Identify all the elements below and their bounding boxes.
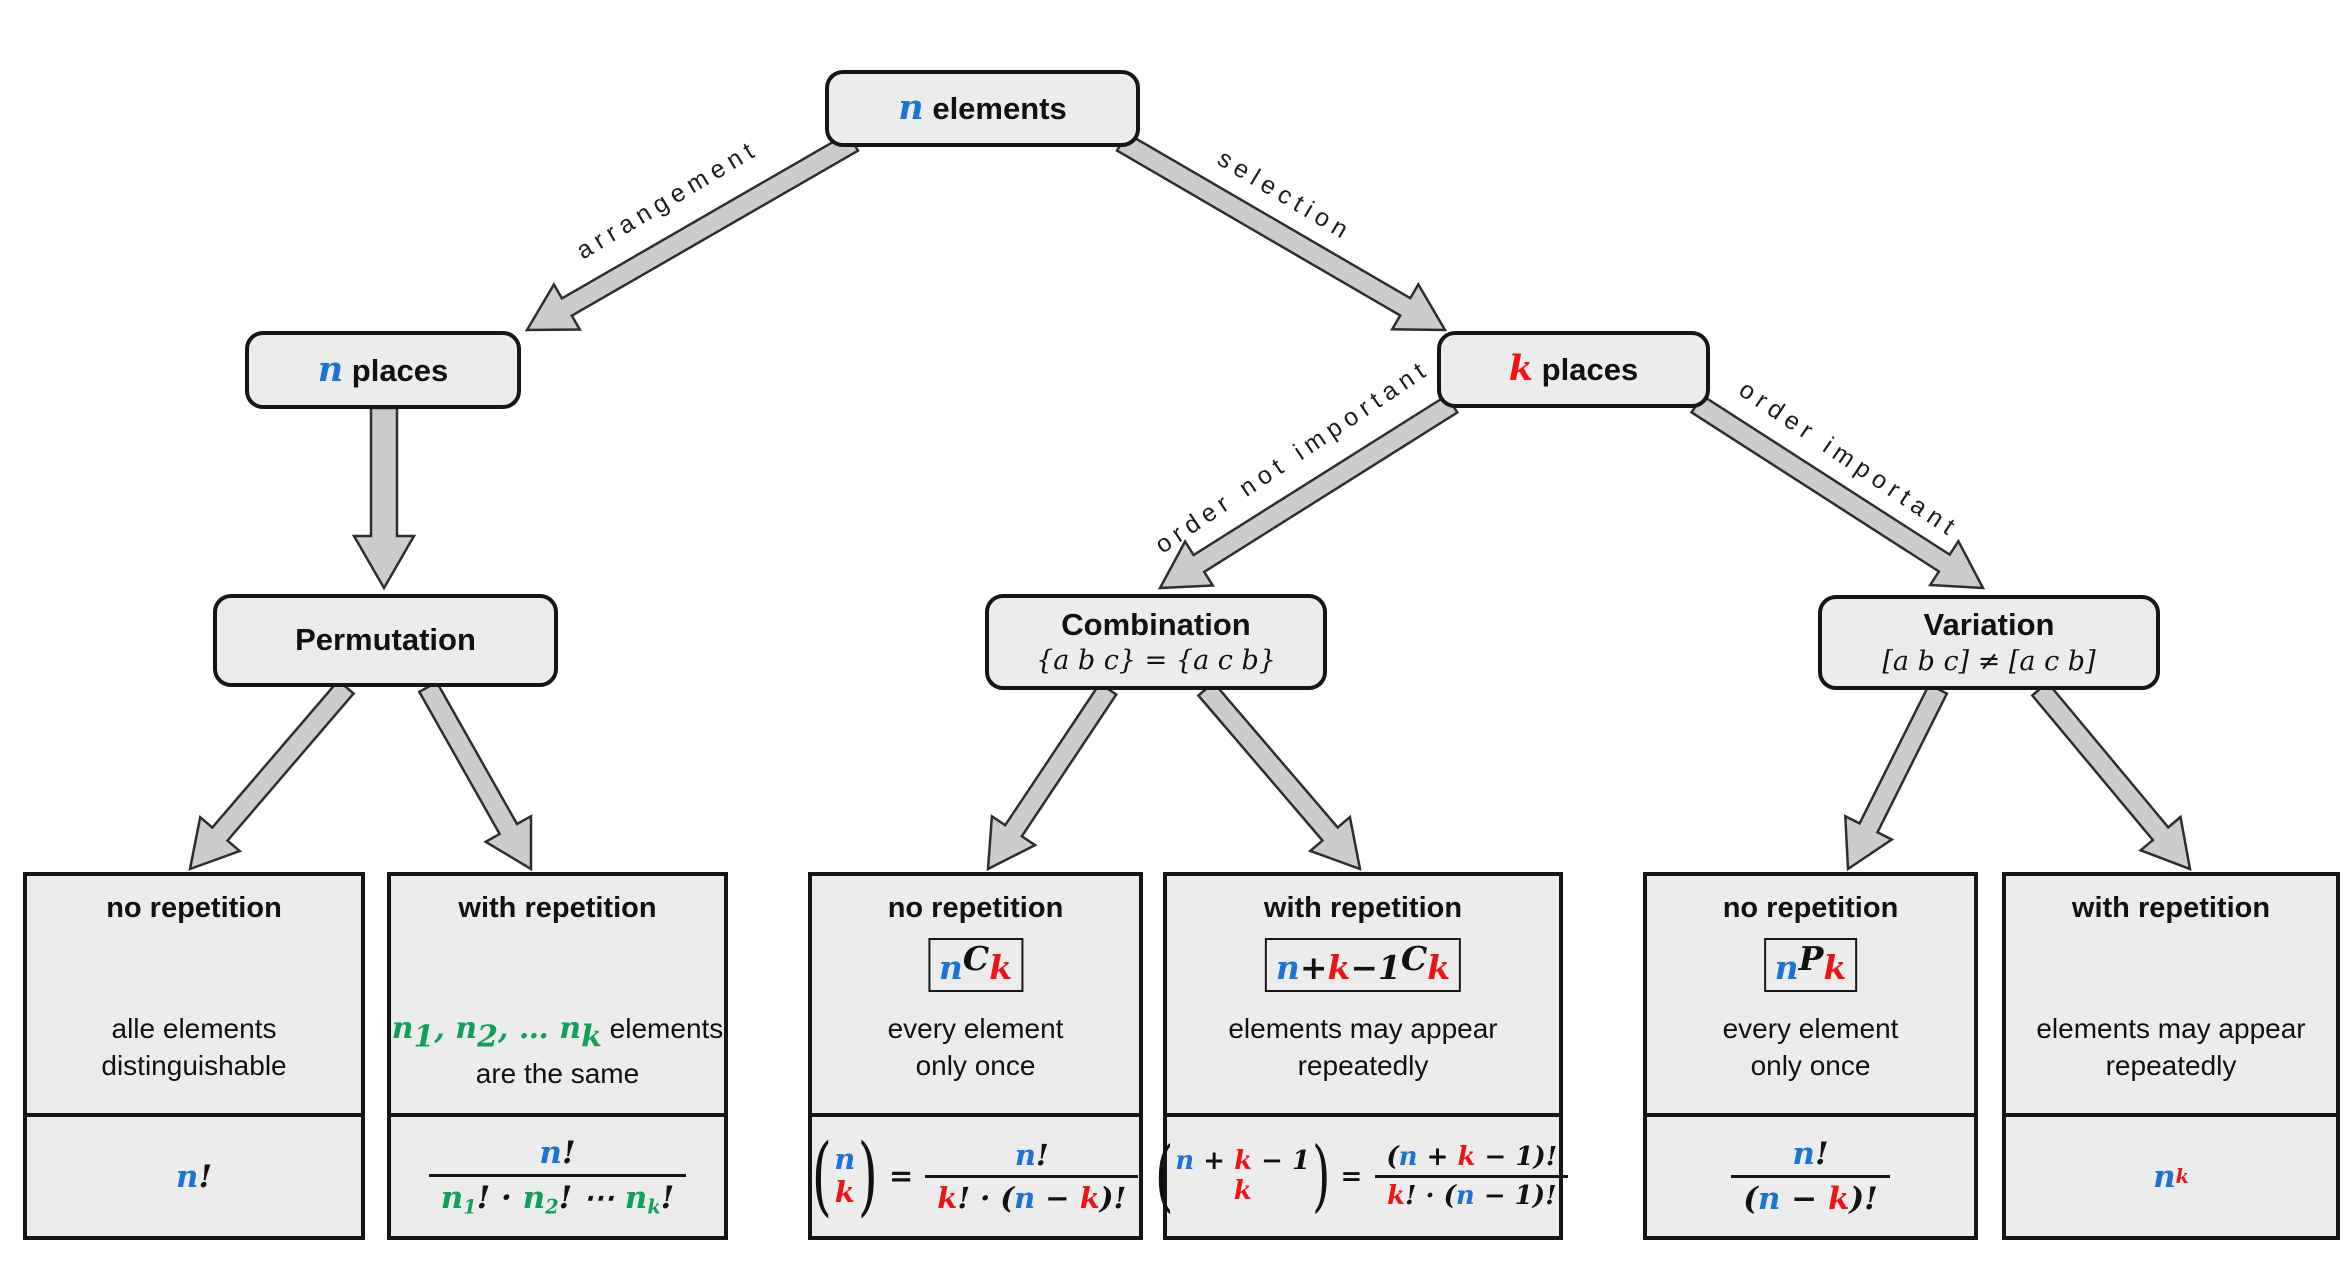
fraction: n! k! · (n − k)! xyxy=(925,1138,1139,1215)
leaf-title: with repetition xyxy=(1263,892,1463,924)
node-variation: Variation [a b c] ≠ [a c b] xyxy=(1818,595,2160,690)
edge-combination-no-rep xyxy=(986,681,1119,872)
open-paren: ( xyxy=(811,1125,832,1226)
formula-binomial: ( n k ) = n! k! · (n − k)! xyxy=(811,1125,1139,1226)
leaf-formula-section: ( n + k − 1 k ) = (n + k − 1)! k! · (n −… xyxy=(1155,1113,1569,1236)
node-combination: Combination {a b c} = {a c b} xyxy=(985,594,1327,690)
leaf-title: no repetition xyxy=(887,892,1064,924)
node-k-places: k places xyxy=(1437,331,1710,408)
fraction: n! n1! · n2! ⋯ nk! xyxy=(428,1135,687,1218)
leaf-title: with repetition xyxy=(458,892,657,924)
notation-badge-n+k-1Ck: n+k−1Ck xyxy=(1264,938,1462,993)
leaf-title: no repetition xyxy=(1722,892,1899,924)
formula-multiset-permutation: n! n1! · n2! ⋯ nk! xyxy=(428,1135,687,1218)
edge-order-important xyxy=(1689,393,1986,590)
open-paren: ( xyxy=(1154,1131,1174,1222)
node-combination-subtitle: {a b c} = {a c b} xyxy=(1036,645,1276,677)
close-paren: ) xyxy=(1312,1131,1331,1222)
edge-selection xyxy=(1115,131,1448,332)
formula-variation: n! (n − k)! xyxy=(1731,1136,1890,1217)
formula-n-factorial: n! xyxy=(175,1158,213,1195)
equals-sign: = xyxy=(1340,1161,1363,1192)
leaf-info: with repetition n+k−1Ck elements may app… xyxy=(1167,876,1559,1113)
notation-badge-nPk: nPk xyxy=(1763,938,1858,993)
edge-order-not-important xyxy=(1157,393,1460,590)
leaf-combination-with-repetition: with repetition n+k−1Ck elements may app… xyxy=(1155,872,1569,1240)
node-variation-title: Variation xyxy=(1923,607,2055,643)
leaf-formula-section: n! n1! · n2! ⋯ nk! xyxy=(391,1113,724,1236)
edge-n-places-permutation xyxy=(351,406,417,591)
leaf-formula-section: n! (n − k)! xyxy=(1647,1113,1974,1236)
node-n-places: n places xyxy=(245,331,521,409)
leaf-formula-section: ( n k ) = n! k! · (n − k)! xyxy=(811,1113,1139,1236)
edge-variation-no-rep xyxy=(1843,682,1949,872)
node-variation-subtitle: [a b c] ≠ [a c b] xyxy=(1882,645,2096,677)
fraction: (n + k − 1)! k! · (n − 1)! xyxy=(1374,1142,1569,1211)
equals-sign: = xyxy=(888,1159,914,1194)
node-n-elements-title: n elements xyxy=(898,87,1067,129)
fraction: n! (n − k)! xyxy=(1731,1136,1890,1217)
node-n-elements: n elements xyxy=(825,70,1140,147)
binomial-column: n + k − 1 k xyxy=(1175,1145,1311,1206)
node-permutation: Permutation xyxy=(213,594,558,687)
node-permutation-title: Permutation xyxy=(295,622,476,658)
node-combination-title: Combination xyxy=(1061,606,1251,642)
node-k-places-title: k places xyxy=(1508,348,1639,390)
formula-binomial-repetition: ( n + k − 1 k ) = (n + k − 1)! k! · (n −… xyxy=(1154,1131,1569,1222)
binomial-column: n k xyxy=(834,1142,856,1210)
node-n-places-title: n places xyxy=(317,348,449,390)
leaf-title: no repetition xyxy=(106,892,282,924)
edge-permutation-no-rep xyxy=(188,678,356,871)
edge-permutation-with-rep xyxy=(417,680,533,872)
edge-arrangement xyxy=(524,131,860,332)
close-paren: ) xyxy=(858,1125,879,1226)
edge-combination-with-rep xyxy=(1196,680,1362,871)
leaf-title: with repetition xyxy=(2071,892,2271,924)
notation-badge-nCk: nCk xyxy=(927,938,1024,993)
edge-variation-with-rep xyxy=(2030,680,2192,871)
leaf-formula-section: n! xyxy=(27,1113,361,1236)
